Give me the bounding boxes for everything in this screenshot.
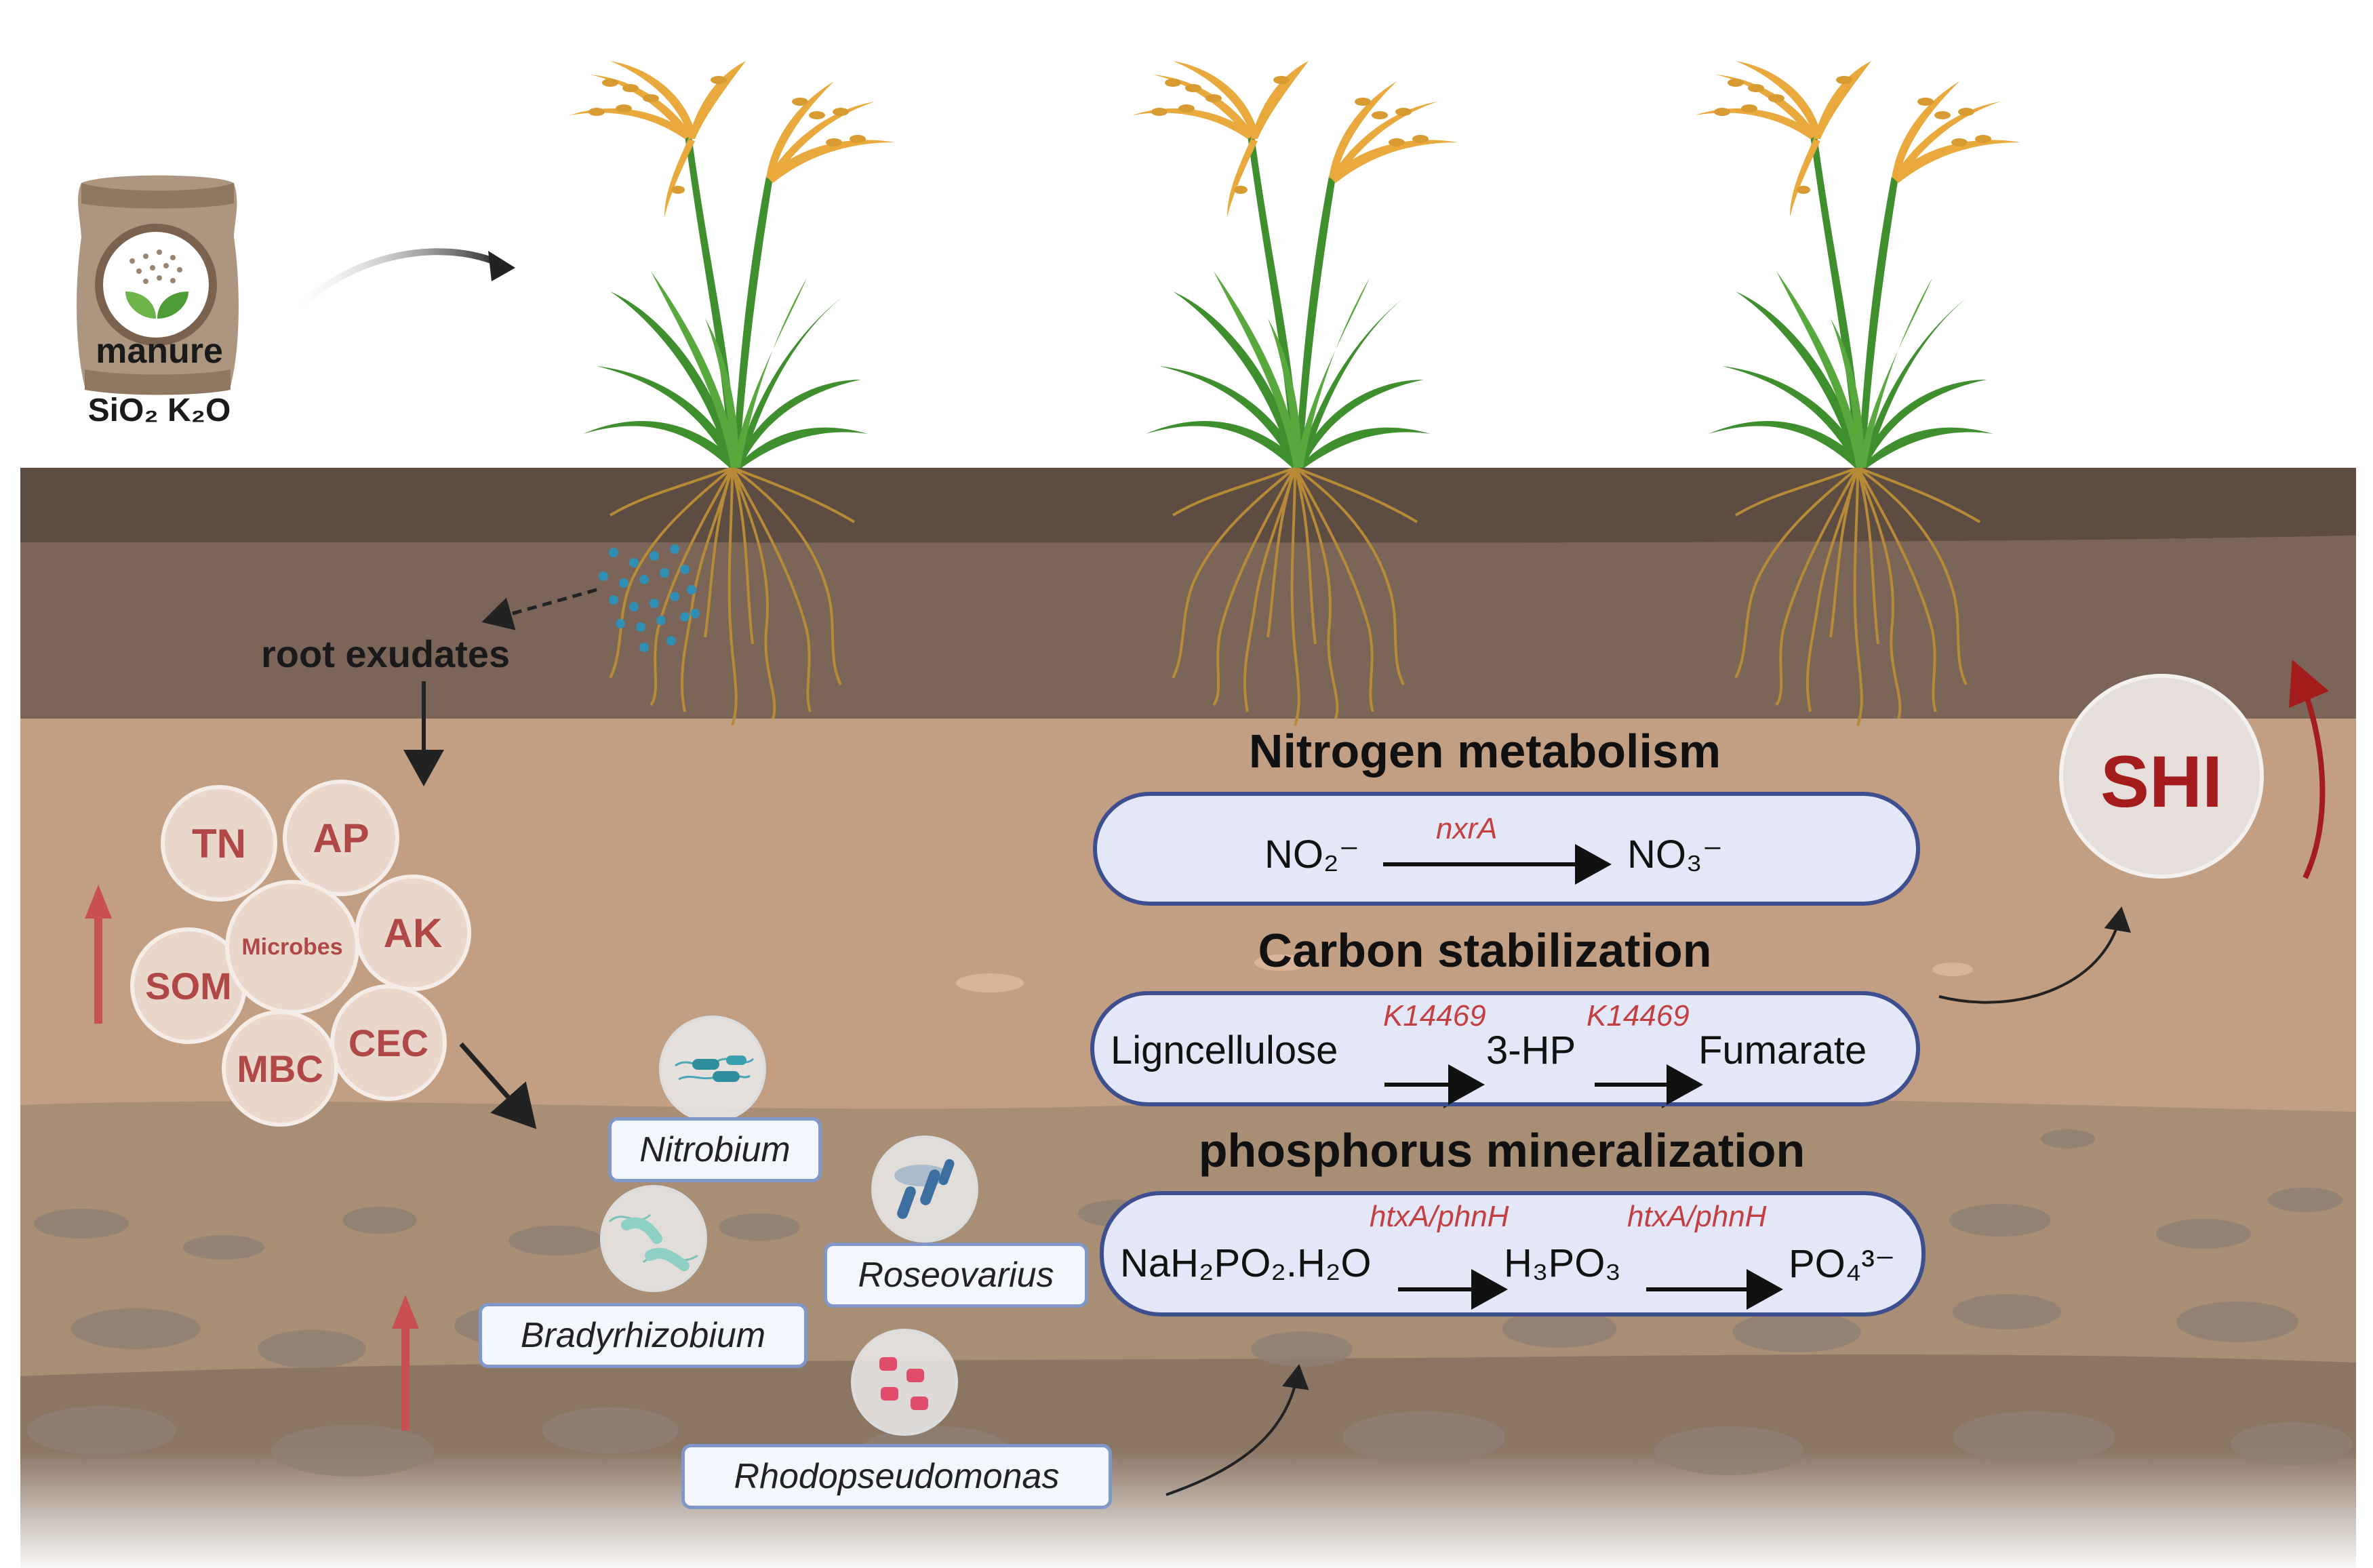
soil-property-mbc: MBC	[222, 1010, 338, 1127]
soil-property-cec: CEC	[330, 984, 447, 1101]
fertilizer-components: SiO₂ K₂O	[87, 393, 231, 428]
fertilization-arrowhead	[488, 251, 515, 281]
root-exudates-label: root exudates	[261, 632, 511, 675]
microbes-circle: Microbes	[225, 880, 359, 1014]
rice-plant-1	[570, 61, 895, 726]
carbon-gene-2-label: K14469	[1587, 999, 1690, 1032]
soil-property-ak: AK	[355, 875, 471, 991]
phosphorus-pathway-box	[1100, 1191, 1926, 1316]
soil-property-ap: AP	[283, 780, 399, 896]
manure-label: manure	[96, 331, 223, 371]
3hp-label: 3-HP	[1486, 1028, 1576, 1072]
taxon-bradyrhizobium: Bradyrhizobium	[479, 1303, 807, 1368]
nitrate-label: NO₃⁻	[1627, 832, 1723, 877]
soil-layer-mid	[20, 536, 2356, 719]
fumarate-label: Fumarate	[1698, 1028, 1867, 1072]
soil-fade	[20, 1451, 2356, 1568]
hypophosphite-label: NaH₂PO₂.H₂O	[1120, 1241, 1372, 1285]
rhodopseudomonas-icon	[851, 1329, 958, 1436]
nxra-gene-label: nxrA	[1436, 812, 1498, 845]
phosphite-label: H₃PO₃	[1504, 1241, 1621, 1285]
nitrite-label: NO₂⁻	[1264, 832, 1360, 877]
fertilization-arrow	[296, 248, 504, 311]
phosphorus-title: phosphorus mineralization	[1198, 1124, 1806, 1177]
shi-label: SHI	[2100, 740, 2223, 822]
properties-to-taxa-arrow	[459, 1042, 537, 1129]
nitrogen-pathway-box	[1093, 792, 1920, 906]
taxon-rhodopseudomonas: Rhodopseudomonas	[681, 1444, 1112, 1509]
carbon-title: Carbon stabilization	[1258, 924, 1712, 977]
soil-layer-top	[20, 468, 2356, 543]
soil-specks	[956, 954, 1973, 992]
increase-arrow-properties	[85, 885, 112, 1024]
bradyrhizobium-icon	[600, 1185, 707, 1292]
carbon-pathway-box	[1090, 991, 1920, 1106]
carbon-gene-1-label: K14469	[1383, 999, 1486, 1032]
pathway-to-shi-arrow	[1938, 906, 2131, 1004]
taxon-roseovarius: Roseovarius	[824, 1243, 1088, 1308]
shi-circle	[2059, 674, 2264, 879]
ligncellulose-label: Ligncellulose	[1111, 1028, 1338, 1072]
nitrogen-title: Nitrogen metabolism	[1248, 725, 1721, 778]
phosphate-label: PO₄³⁻	[1789, 1242, 1896, 1286]
phosphorus-gene-1-label: htxA/phnH	[1370, 1200, 1509, 1233]
increase-arrow-taxa	[392, 1295, 419, 1430]
manure-bag-icon	[77, 175, 239, 395]
exudate-dots	[599, 544, 700, 652]
roseovarius-icon	[871, 1135, 978, 1243]
soil-property-tn: TN	[161, 785, 277, 902]
taxon-nitrobium: Nitrobium	[608, 1117, 822, 1182]
exudate-arrow	[481, 588, 597, 630]
phosphorus-gene-2-label: htxA/phnH	[1627, 1200, 1767, 1233]
taxa-to-pathway-arrow	[1165, 1364, 1309, 1496]
shi-increase-arrow	[2289, 659, 2330, 879]
nitrobium-icon	[659, 1016, 766, 1123]
